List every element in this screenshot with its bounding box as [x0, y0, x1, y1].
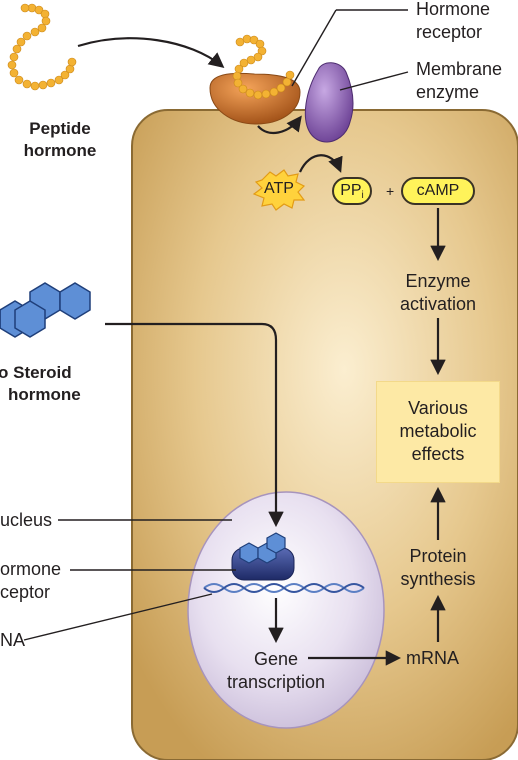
peptide-hormone-bound [232, 34, 295, 100]
steroid-arrow [105, 322, 284, 528]
label-membrane-enzyme: Membrane enzyme [416, 58, 502, 104]
atp-burst [252, 169, 306, 211]
label-various-effects-line3: effects [411, 444, 465, 464]
label-various-effects-line1: Various [408, 398, 468, 418]
label-hormone-receptor-left: ormone ceptor [0, 558, 61, 604]
label-enzyme-activation: Enzyme activation [380, 270, 496, 316]
label-mrna: mRNA [406, 648, 459, 668]
label-atp: ATP [264, 180, 294, 197]
membrane-enzyme [304, 62, 354, 143]
label-gene-transcription-line1: Gene [253, 649, 299, 669]
receptor-to-enzyme-arrow [257, 115, 302, 135]
leader-hormone-receptor-top-diag [291, 9, 337, 87]
label-hormone-receptor-left-line2: ceptor [0, 582, 51, 602]
label-nucleus: ucleus [0, 510, 53, 530]
label-peptide-hormone-line1: Peptide [29, 119, 91, 138]
label-gene-transcription: Gene transcription [210, 648, 342, 694]
leader-membrane-enzyme [339, 71, 409, 91]
label-peptide-hormone: Peptide hormone [4, 118, 116, 162]
label-enzyme-activation-line1: Enzyme [405, 271, 471, 291]
label-steroid-hormone-line2: hormone [8, 385, 81, 404]
label-gene-transcription-line2: transcription [226, 672, 326, 692]
label-peptide-hormone-line2: hormone [23, 141, 97, 160]
peptide-arrow [77, 37, 225, 68]
camp-pill: cAMP [401, 177, 475, 205]
label-plus: + [386, 183, 395, 199]
ppi-pill: PPi [332, 177, 372, 205]
label-steroid-hormone: o Steroid hormone [0, 362, 81, 406]
label-various-effects-line2: metabolic [399, 421, 477, 441]
steroid-bound-rings [239, 532, 286, 564]
effects-box [376, 381, 500, 483]
label-ppi-sub: i [361, 190, 364, 201]
label-protein-synthesis-line2: synthesis [400, 569, 476, 589]
label-camp: cAMP [416, 182, 460, 199]
label-membrane-enzyme-line2: enzyme [416, 82, 480, 102]
atp-to-ppi-arrow [298, 154, 343, 173]
label-ppi: PP [340, 182, 362, 199]
label-protein-synthesis-line1: Protein [409, 546, 467, 566]
label-steroid-hormone-line1: o Steroid [0, 363, 72, 382]
peptide-hormone-free [7, 3, 77, 91]
steroid-hormone-rings [0, 282, 91, 338]
label-hormone-receptor-top-line2: receptor [416, 22, 483, 42]
leader-dna [23, 593, 213, 641]
label-hormone-receptor-top: Hormone receptor [416, 0, 490, 44]
label-dna: NA [0, 630, 26, 650]
label-various-effects: Various metabolic effects [376, 397, 500, 466]
dna-helix [203, 583, 365, 593]
label-protein-synthesis: Protein synthesis [380, 545, 496, 591]
label-enzyme-activation-line2: activation [399, 294, 477, 314]
label-hormone-receptor-left-line1: ormone [0, 559, 62, 579]
label-hormone-receptor-top-line1: Hormone [416, 0, 491, 19]
label-membrane-enzyme-line1: Membrane [416, 59, 503, 79]
